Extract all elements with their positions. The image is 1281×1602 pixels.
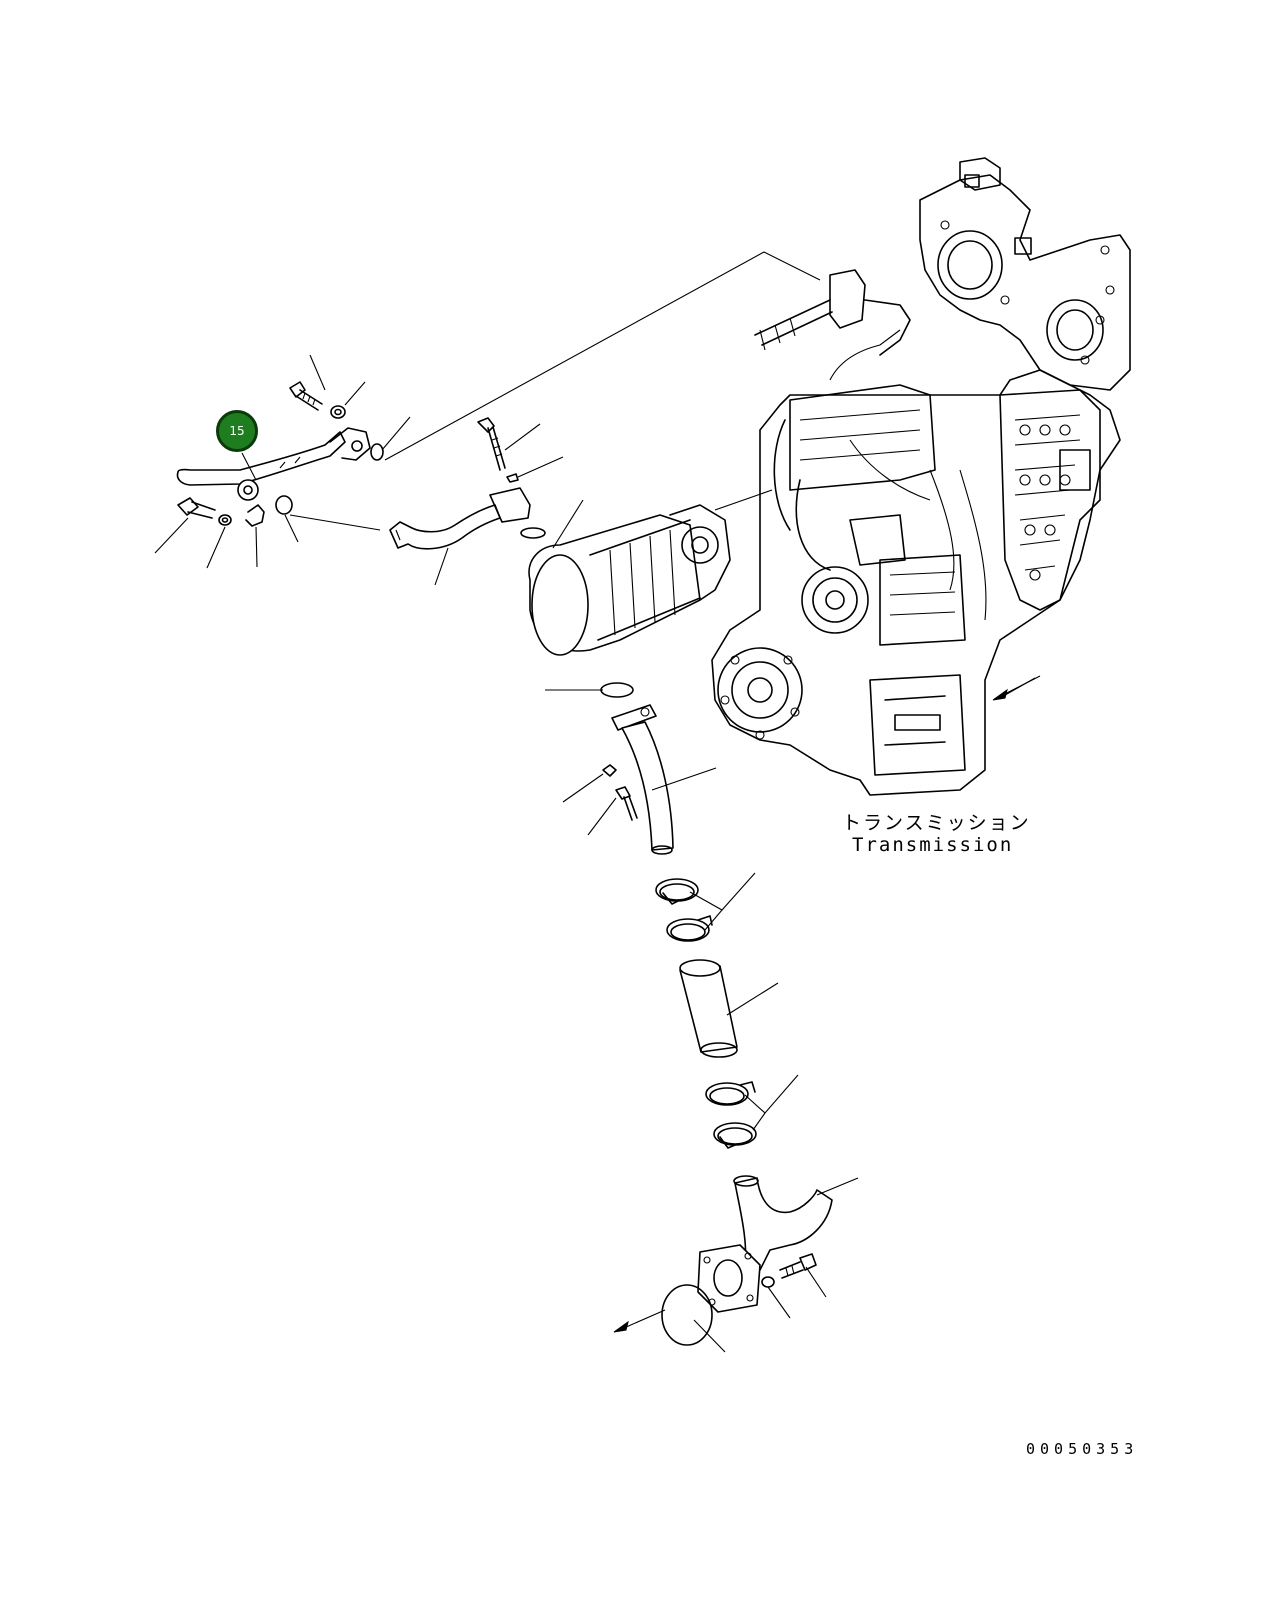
direction-arrows [613,675,1041,1333]
drawing-number: 00050353 [1026,1440,1139,1458]
hydraulic-pump [528,504,731,656]
transmission-assembly [711,157,1131,796]
lower-pipe-chain [600,682,833,1346]
upper-pipe [176,427,371,501]
callout-15-marker[interactable]: 15 [216,410,258,452]
leader-lines [154,251,1036,1353]
middle-hose [389,487,546,550]
transmission-label-en: Transmission [852,834,1014,856]
transmission-label-jp: トランスミッション [842,812,1031,834]
upper-left-fasteners [177,381,519,527]
